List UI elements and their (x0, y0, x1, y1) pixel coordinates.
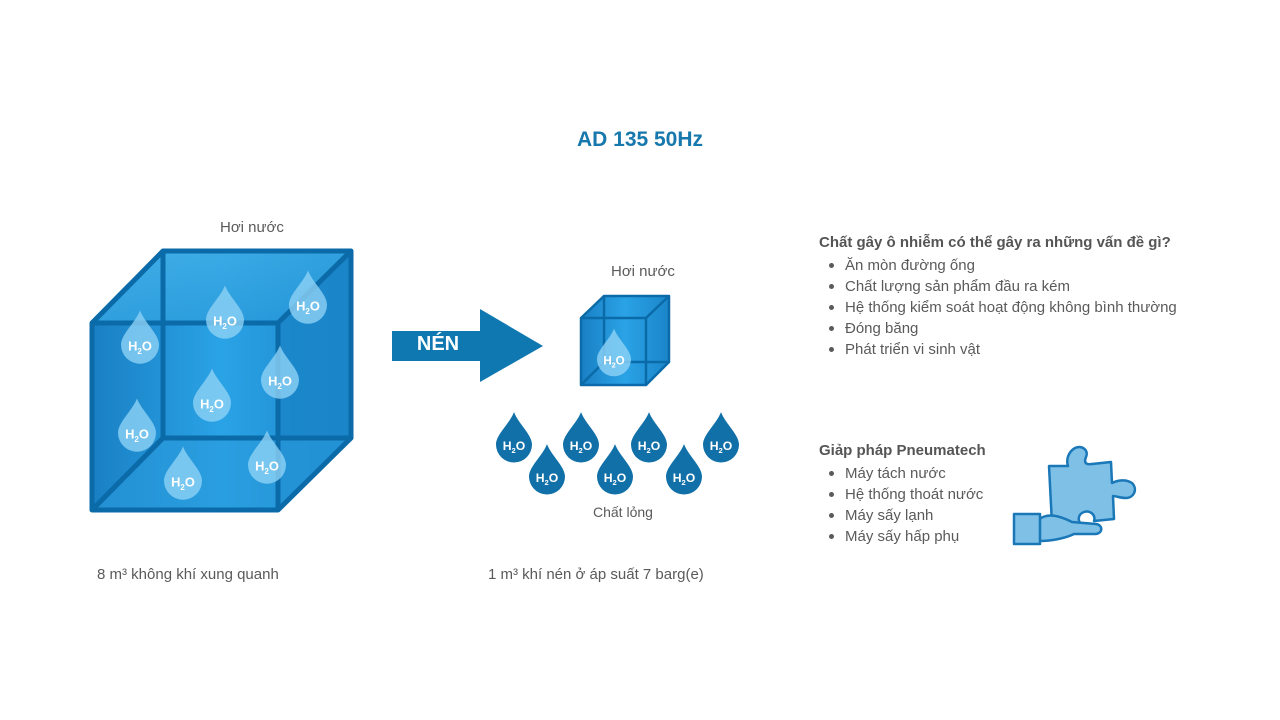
svg-text:H2O: H2O (255, 458, 279, 475)
svg-text:H2O: H2O (604, 471, 627, 487)
vapor-label-right: Hơi nước (611, 263, 675, 280)
water-droplet: H2O (597, 444, 633, 495)
solutions-heading: Giảp pháp Pneumatech (819, 442, 986, 459)
water-droplet: H2O (529, 444, 565, 495)
svg-text:H2O: H2O (296, 298, 320, 315)
svg-text:H2O: H2O (171, 474, 195, 491)
water-droplet: H2O (563, 412, 599, 463)
list-item: Ăn mòn đường ống (819, 255, 1177, 276)
caption-ambient-air: 8 m³ không khí xung quanh (97, 566, 279, 583)
problems-heading: Chất gây ô nhiễm có thể gây ra những vấn… (819, 234, 1171, 251)
svg-text:H2O: H2O (268, 373, 292, 390)
problems-section: Chất gây ô nhiễm có thể gây ra những vấn… (819, 234, 1177, 360)
cube-top-face (92, 251, 351, 323)
liquid-droplets: H2O H2O H2O H2O H2O H2O H2O (496, 412, 739, 495)
solutions-section: Giảp pháp Pneumatech Máy tách nước Hệ th… (819, 442, 986, 547)
page-title: AD 135 50Hz (576, 128, 704, 151)
puzzle-hand-icon (1012, 445, 1137, 546)
small-cube-edges (579, 294, 671, 387)
arrow-shape (392, 309, 543, 382)
water-droplet: H2O (289, 270, 327, 324)
list-item: Máy tách nước (819, 463, 986, 484)
water-droplet: H2O (193, 368, 231, 422)
svg-text:H2O: H2O (673, 471, 696, 487)
caption-compressed-air: 1 m³ khí nén ở áp suất 7 barg(e) (488, 566, 704, 583)
svg-text:H2O: H2O (603, 354, 624, 369)
list-item: Hệ thống thoát nước (819, 484, 986, 505)
list-item: Hệ thống kiểm soát hoạt động không bình … (819, 297, 1177, 318)
solutions-list: Máy tách nước Hệ thống thoát nước Máy sấ… (819, 463, 986, 547)
svg-text:H2O: H2O (638, 439, 661, 455)
water-droplet: H2O (666, 444, 702, 495)
list-item: Máy sấy hấp phụ (819, 526, 986, 547)
svg-text:H2O: H2O (710, 439, 733, 455)
list-item: Đóng băng (819, 318, 1177, 339)
puzzle-piece (1047, 445, 1137, 526)
cube-edges (89, 248, 354, 513)
cube-bottom-face (92, 438, 351, 510)
list-item: Chất lượng sản phẩm đầu ra kém (819, 276, 1177, 297)
water-droplet: H2O (164, 446, 203, 500)
svg-text:H2O: H2O (536, 471, 559, 487)
water-droplet: H2O (496, 412, 532, 463)
water-droplet: H2O (261, 345, 299, 399)
water-droplet: H2O (597, 328, 631, 377)
water-droplet: H2O (121, 310, 160, 364)
list-item: Máy sấy lạnh (819, 505, 986, 526)
water-droplet: H2O (118, 398, 156, 452)
list-item: Phát triển vi sinh vật (819, 339, 1177, 360)
svg-text:H2O: H2O (125, 426, 149, 443)
vapor-droplet-small: H2O (597, 328, 631, 377)
vapor-droplets-large: H2O H2O H2O H2O H2O H2O H2O H2O (118, 270, 327, 500)
hand-palm (1036, 514, 1103, 543)
svg-text:H2O: H2O (570, 439, 593, 455)
water-droplet: H2O (206, 285, 244, 339)
water-droplet: H2O (631, 412, 667, 463)
hand-cuff (1012, 512, 1042, 546)
water-droplet: H2O (703, 412, 739, 463)
svg-text:H2O: H2O (503, 439, 526, 455)
svg-text:H2O: H2O (128, 338, 152, 355)
liquid-label: Chất lỏng (593, 504, 653, 520)
compress-label: NÉN (416, 333, 460, 355)
large-cube (89, 248, 354, 513)
compress-arrow (392, 309, 543, 382)
svg-text:H2O: H2O (213, 313, 237, 330)
vapor-label-left: Hơi nước (220, 219, 284, 236)
water-droplet: H2O (248, 430, 286, 484)
svg-text:H2O: H2O (200, 396, 224, 413)
problems-list: Ăn mòn đường ống Chất lượng sản phẩm đầu… (819, 255, 1177, 360)
